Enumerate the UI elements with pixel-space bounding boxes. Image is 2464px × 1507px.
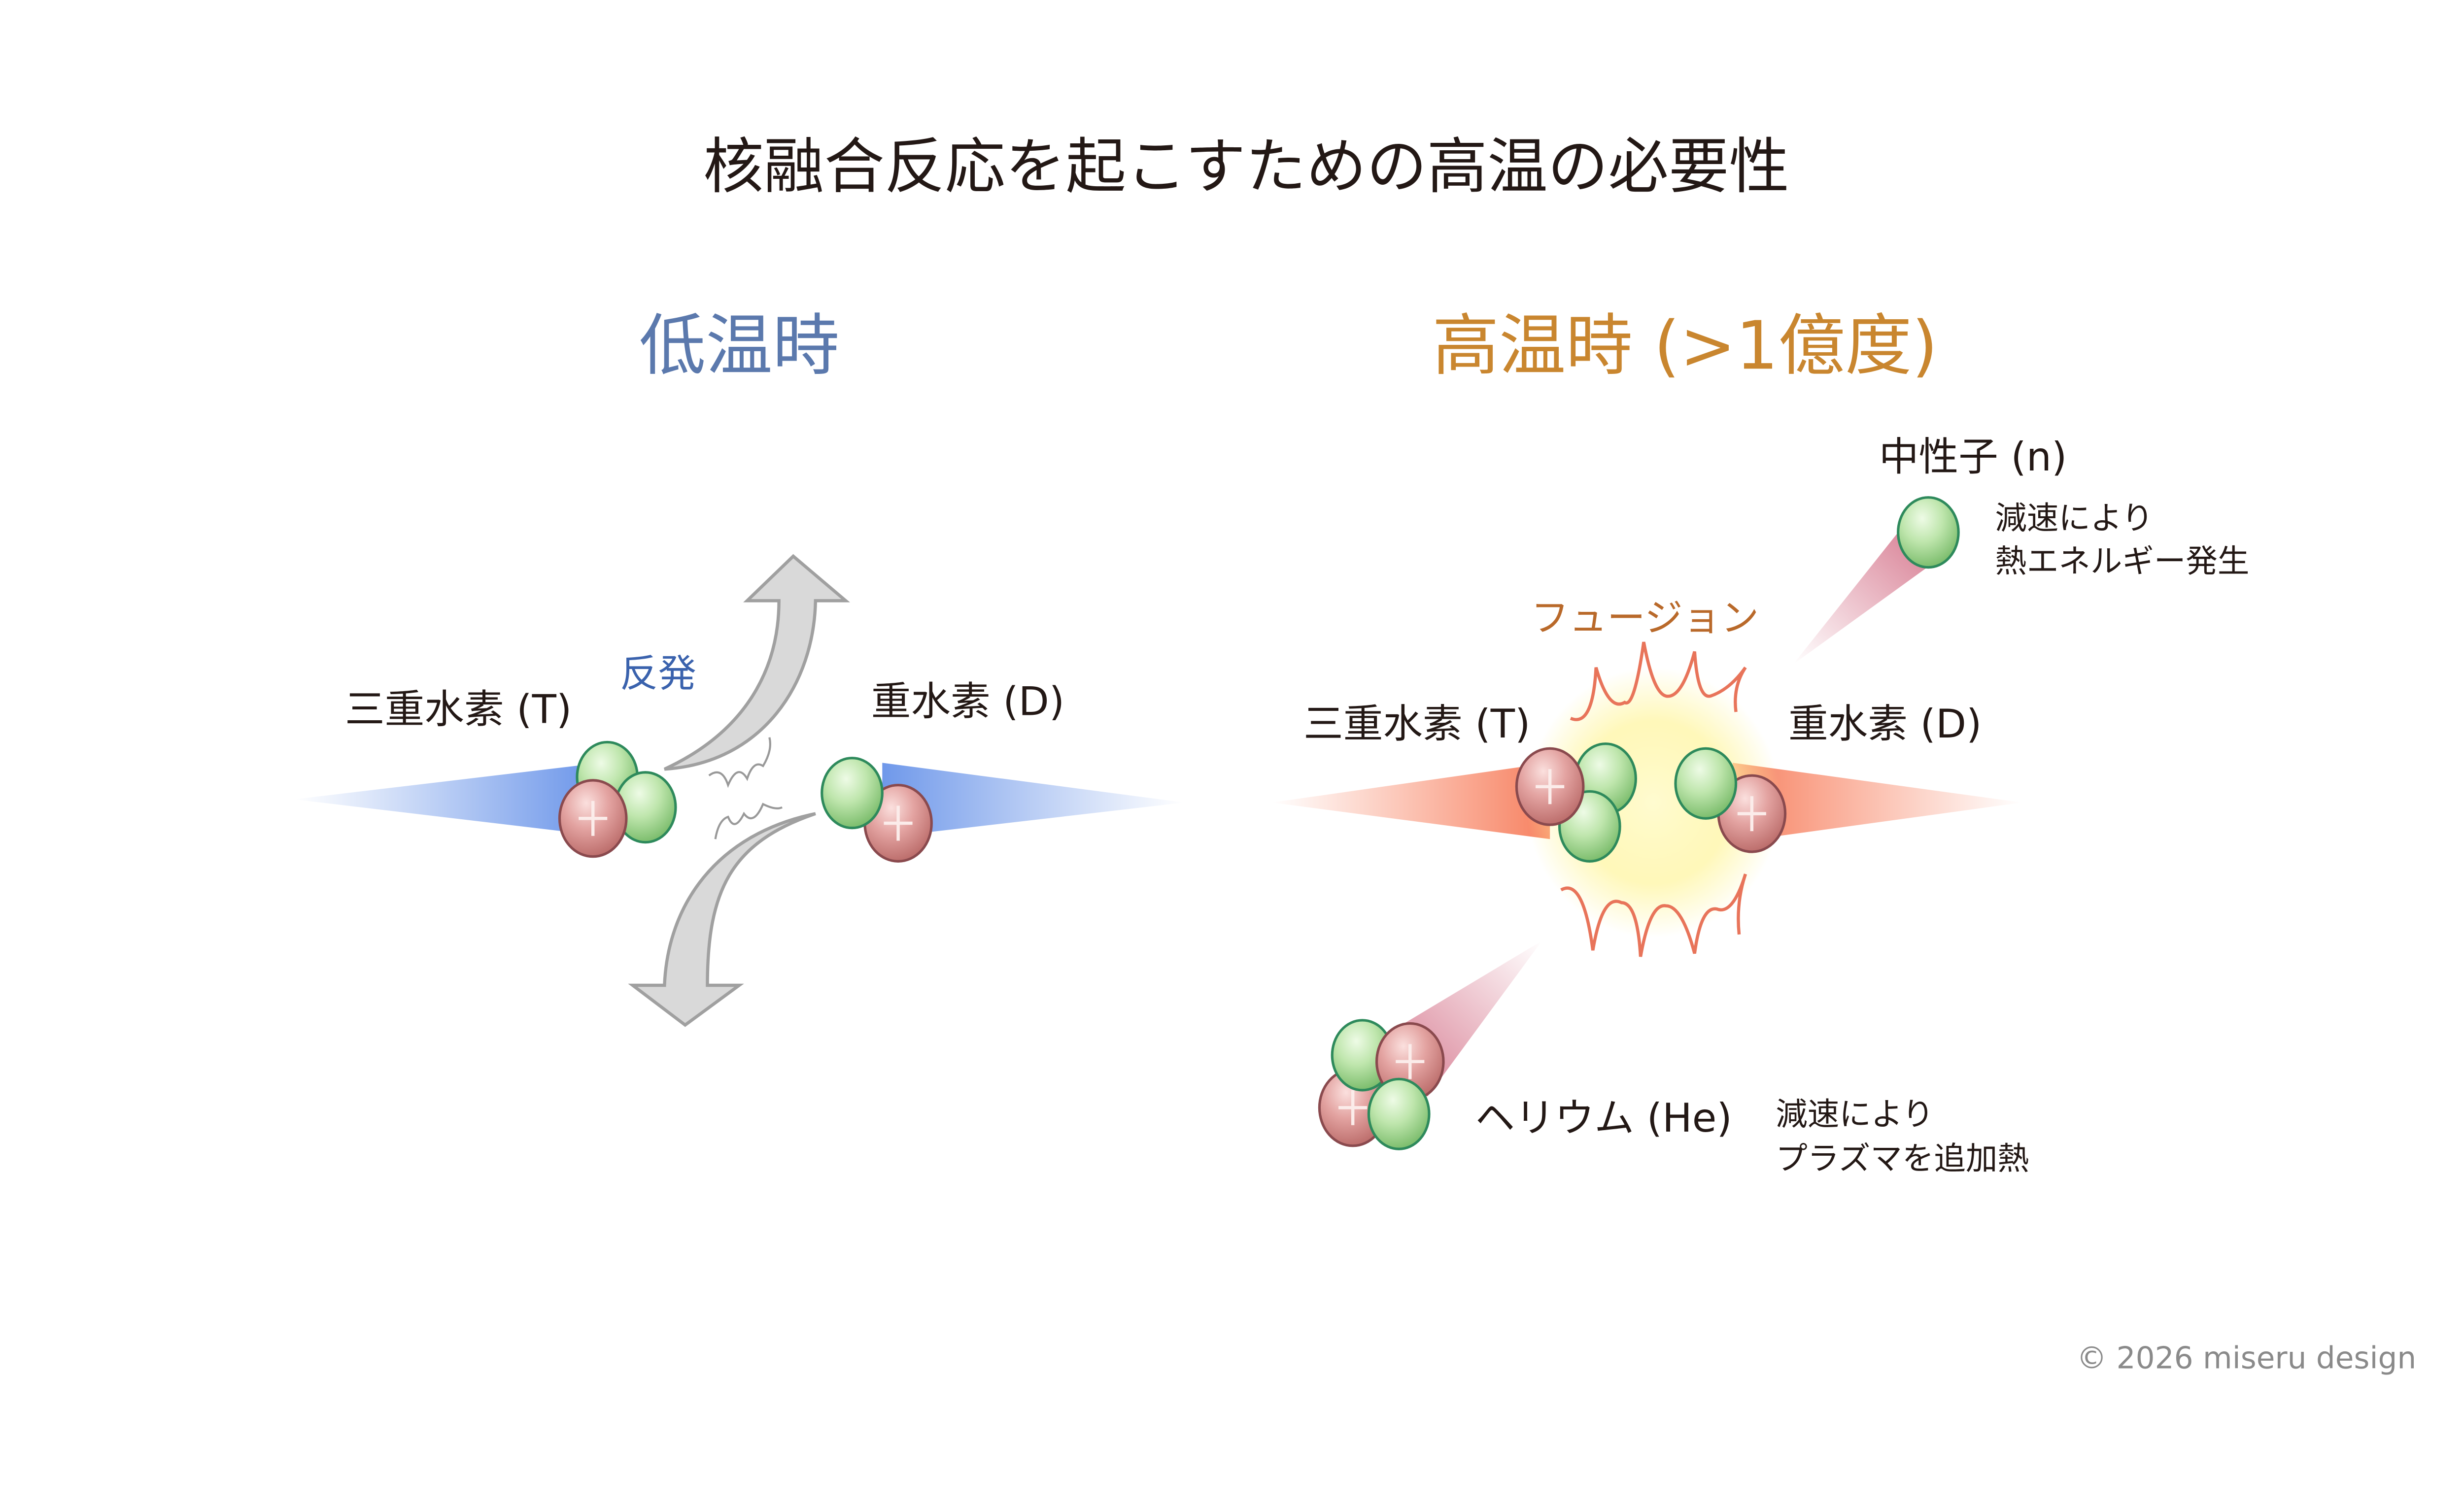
repulsion-label: 反発	[620, 652, 696, 696]
neutron-particle	[1898, 498, 1959, 568]
tritium-beam-hot	[1271, 763, 1550, 839]
repulsion-arrow-down-icon	[628, 812, 816, 1027]
tritium-label-low: 三重水素 (T)	[345, 687, 572, 733]
helium-particle	[1319, 1020, 1443, 1149]
fusion-burst-top-icon	[1570, 641, 1747, 721]
high-temp-heading: 高温時 (>1億度)	[1432, 306, 1938, 384]
neutron-note-line1: 減速により	[1995, 500, 2153, 537]
page-title: 核融合反応を起こすための高温の必要性	[703, 132, 1789, 202]
low-temp-heading: 低温時	[639, 306, 839, 384]
repulsion-squiggle-icon	[708, 737, 783, 839]
fusion-glow	[1526, 667, 1780, 938]
neutron-label: 中性子 (n)	[1879, 434, 2067, 480]
copyright: © 2026 miseru design	[2077, 1340, 2416, 1375]
neutron-trail	[1793, 524, 1943, 665]
tritium-beam	[294, 764, 588, 835]
helium-note-line1: 減速により	[1776, 1096, 1934, 1133]
fusion-burst-bottom-icon	[1560, 873, 1747, 957]
fusion-diagram: 核融合反応を起こすための高温の必要性 低温時 三重水素 (T) 反発 重水素 (…	[294, 132, 2416, 1375]
tritium-label-hot: 三重水素 (T)	[1303, 701, 1530, 747]
helium-note-line2: プラズマを追加熱	[1776, 1140, 2029, 1177]
repulsion-arrow-up-icon	[664, 554, 850, 771]
helium-label: ヘリウム (He)	[1475, 1095, 1732, 1141]
neutron-note-line2: 熱エネルギー発生	[1995, 543, 2249, 580]
deuterium-beam	[882, 763, 1185, 837]
fusion-label: フュージョン	[1531, 596, 1759, 640]
deuterium-label-low: 重水素 (D)	[871, 679, 1064, 725]
deuterium-beam-hot	[1733, 763, 2022, 842]
deuterium-label-hot: 重水素 (D)	[1788, 701, 1982, 747]
tritium-particle-low	[559, 742, 675, 856]
